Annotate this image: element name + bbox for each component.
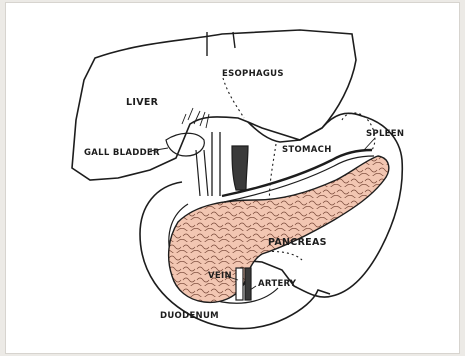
dotted-lower — [262, 251, 302, 260]
label-stomach: STOMACH — [282, 145, 332, 155]
esophagus-dotted — [223, 78, 244, 118]
vena-cava — [232, 146, 248, 190]
vessel-descending — [212, 132, 220, 196]
label-liver: LIVER — [126, 97, 159, 108]
vessel-to-pancreas — [196, 150, 208, 196]
esophagus-line — [233, 32, 235, 48]
label-artery: ARTERY — [258, 279, 297, 289]
mesenteric-vein — [236, 268, 243, 300]
label-gall-bladder: GALL BLADDER — [84, 148, 160, 158]
label-duodenum: DUODENUM — [160, 311, 219, 321]
label-esophagus: ESOPHAGUS — [222, 69, 284, 79]
label-spleen: SPLEEN — [366, 129, 404, 139]
label-pancreas: PANCREAS — [268, 237, 327, 248]
label-vein: VEIN — [208, 271, 232, 281]
mesenteric-artery — [245, 268, 251, 300]
stomach-dotted — [269, 144, 276, 205]
